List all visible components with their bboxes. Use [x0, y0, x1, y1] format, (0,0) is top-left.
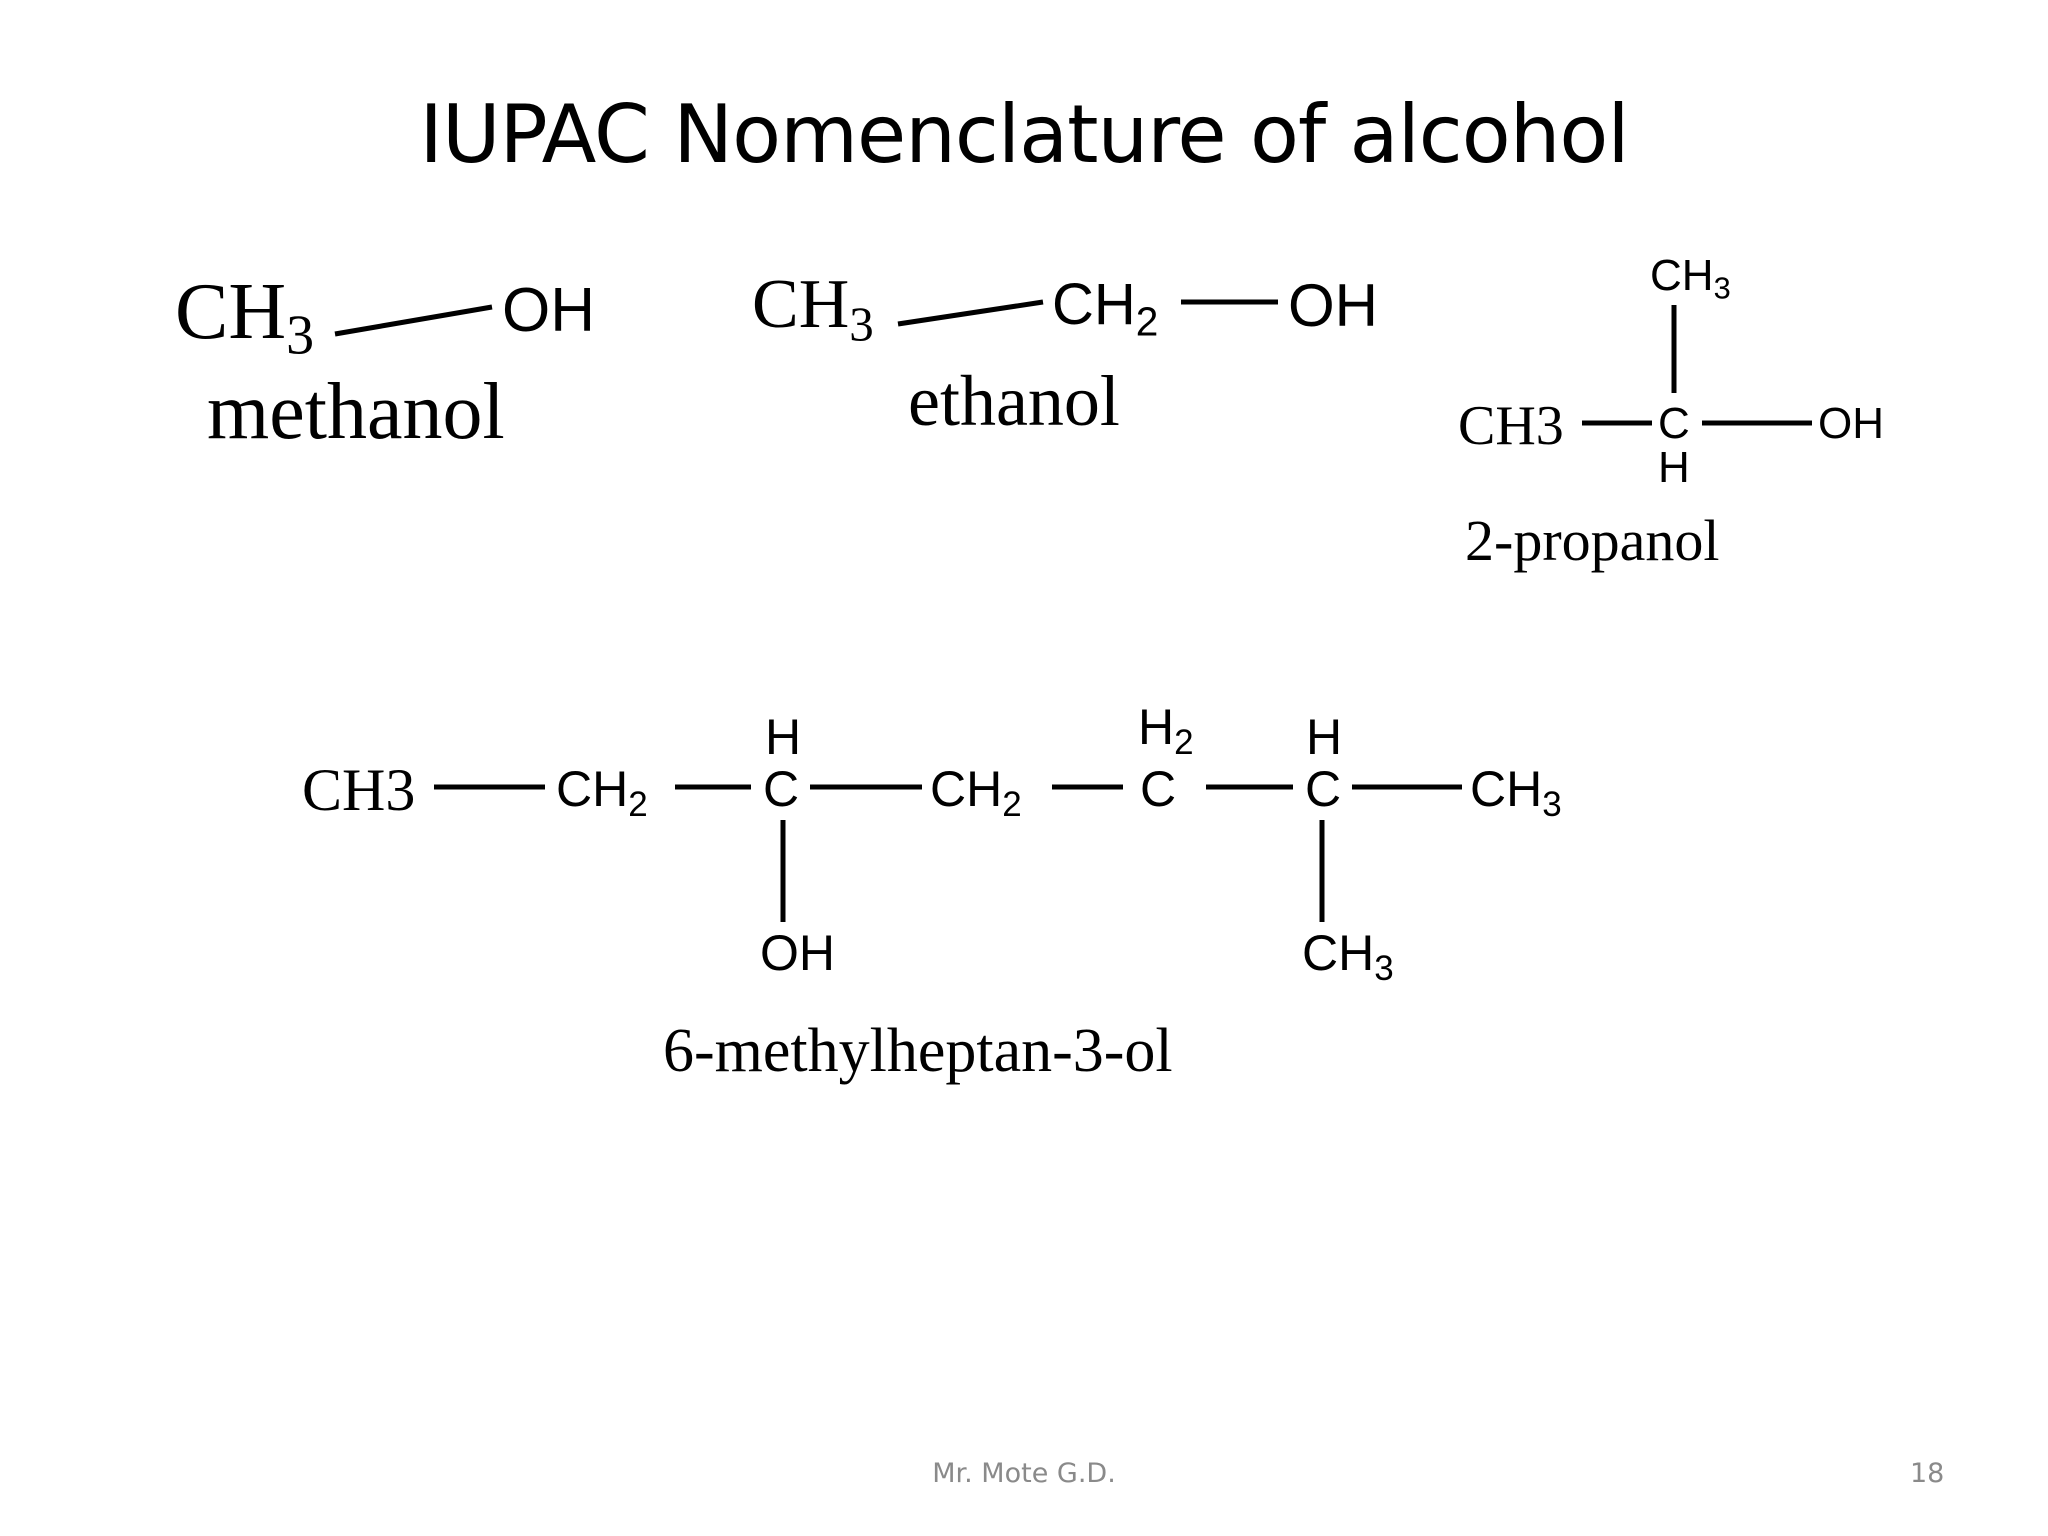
- propanol-name: 2-propanol: [1465, 508, 1720, 573]
- propanol-top-ch3: CH3: [1650, 251, 1731, 306]
- chain-c6: C: [1305, 761, 1342, 817]
- chain-oh: OH: [760, 925, 835, 981]
- chain-c4: CH2: [930, 761, 1022, 824]
- propanol-oh: OH: [1818, 399, 1884, 448]
- methanol-name: methanol: [207, 368, 505, 456]
- methanol-oh: OH: [502, 276, 595, 345]
- slide-title: IUPAC Nomenclature of alcohol: [419, 88, 1629, 181]
- ethanol-name: ethanol: [908, 361, 1120, 441]
- propanol-left-ch3: CH3: [1458, 395, 1564, 457]
- methylheptanol-name: 6-methylheptan-3-ol: [663, 1017, 1173, 1085]
- chain-c1: CH3: [302, 757, 416, 823]
- ethanol-ch3: CH3: [752, 266, 874, 352]
- chain-c6-h: H: [1306, 709, 1343, 765]
- ethanol-bond-1: [897, 299, 1044, 327]
- methanol-bond: [334, 304, 493, 337]
- methanol-ch3: CH3: [175, 268, 315, 367]
- chain-c3: C: [763, 761, 800, 817]
- ethanol-ch2: CH2: [1052, 272, 1159, 345]
- chain-c3-h: H: [765, 709, 802, 765]
- page-number: 18: [1910, 1458, 1945, 1489]
- chain-branch-ch3: CH3: [1302, 925, 1394, 988]
- chain-c5-h2: H2: [1138, 699, 1194, 762]
- chain-c5: C: [1140, 761, 1177, 817]
- chain-c7: CH3: [1470, 761, 1562, 824]
- propanol-c: C: [1658, 399, 1690, 448]
- propanol-h: H: [1658, 443, 1690, 492]
- chain-c2: CH2: [556, 761, 648, 824]
- footer-author: Mr. Mote G.D.: [932, 1458, 1116, 1489]
- ethanol-oh: OH: [1288, 272, 1378, 339]
